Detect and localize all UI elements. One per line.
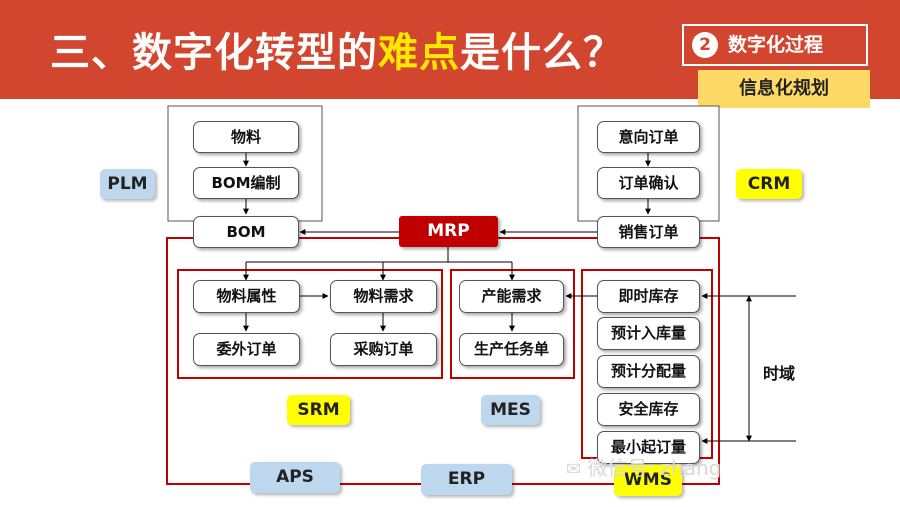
step-number-badge: 2 bbox=[692, 32, 718, 58]
header-banner: 三、数字化转型的难点是什么？ 2 数字化过程 bbox=[0, 0, 900, 99]
title-part1: 三、数字化转型的 bbox=[50, 30, 378, 76]
node-production-task: 生产任务单 bbox=[459, 333, 564, 366]
wechat-watermark: ✉ 微信号: zhang bbox=[566, 452, 721, 481]
node-order-confirm: 订单确认 bbox=[597, 167, 700, 199]
tag-crm: CRM bbox=[736, 169, 802, 199]
tag-wms: WMS bbox=[614, 465, 682, 496]
node-expected-inbound: 预计入库量 bbox=[597, 317, 700, 350]
step-indicator: 2 数字化过程 bbox=[682, 24, 868, 66]
node-safety-stock: 安全库存 bbox=[597, 393, 700, 426]
page-title: 三、数字化转型的难点是什么？ bbox=[50, 20, 624, 78]
tag-plm: PLM bbox=[100, 169, 155, 199]
tag-mes: MES bbox=[481, 395, 540, 425]
sub-label: 信息化规划 bbox=[698, 70, 870, 108]
node-capacity-demand: 产能需求 bbox=[459, 280, 564, 313]
node-min-order-qty: 最小起订量 bbox=[597, 431, 700, 464]
node-realtime-stock: 即时库存 bbox=[597, 280, 700, 313]
tag-aps: APS bbox=[250, 462, 340, 493]
node-mrp: MRP bbox=[399, 216, 498, 247]
srm-frame bbox=[177, 269, 443, 379]
node-purchase-order: 采购订单 bbox=[330, 333, 437, 366]
tag-srm: SRM bbox=[287, 395, 350, 425]
node-bom-editing: BOM编制 bbox=[193, 167, 299, 199]
node-material: 物料 bbox=[193, 121, 299, 153]
node-outsource-order: 委外订单 bbox=[193, 333, 300, 366]
node-sales-order: 销售订单 bbox=[597, 216, 700, 248]
title-highlight: 难点 bbox=[378, 30, 460, 76]
node-material-demand: 物料需求 bbox=[330, 280, 437, 313]
node-material-attributes: 物料属性 bbox=[193, 280, 300, 313]
title-part2: 是什么？ bbox=[460, 30, 624, 76]
tag-erp: ERP bbox=[421, 464, 512, 495]
node-expected-allocation: 预计分配量 bbox=[597, 355, 700, 388]
watermark-text: 微信号: zhang bbox=[587, 456, 722, 480]
node-bom: BOM bbox=[193, 216, 299, 248]
wechat-icon: ✉ bbox=[566, 459, 582, 480]
step-label: 数字化过程 bbox=[728, 34, 824, 56]
node-intent-order: 意向订单 bbox=[597, 121, 700, 153]
time-domain-label: 时域 bbox=[763, 364, 796, 383]
